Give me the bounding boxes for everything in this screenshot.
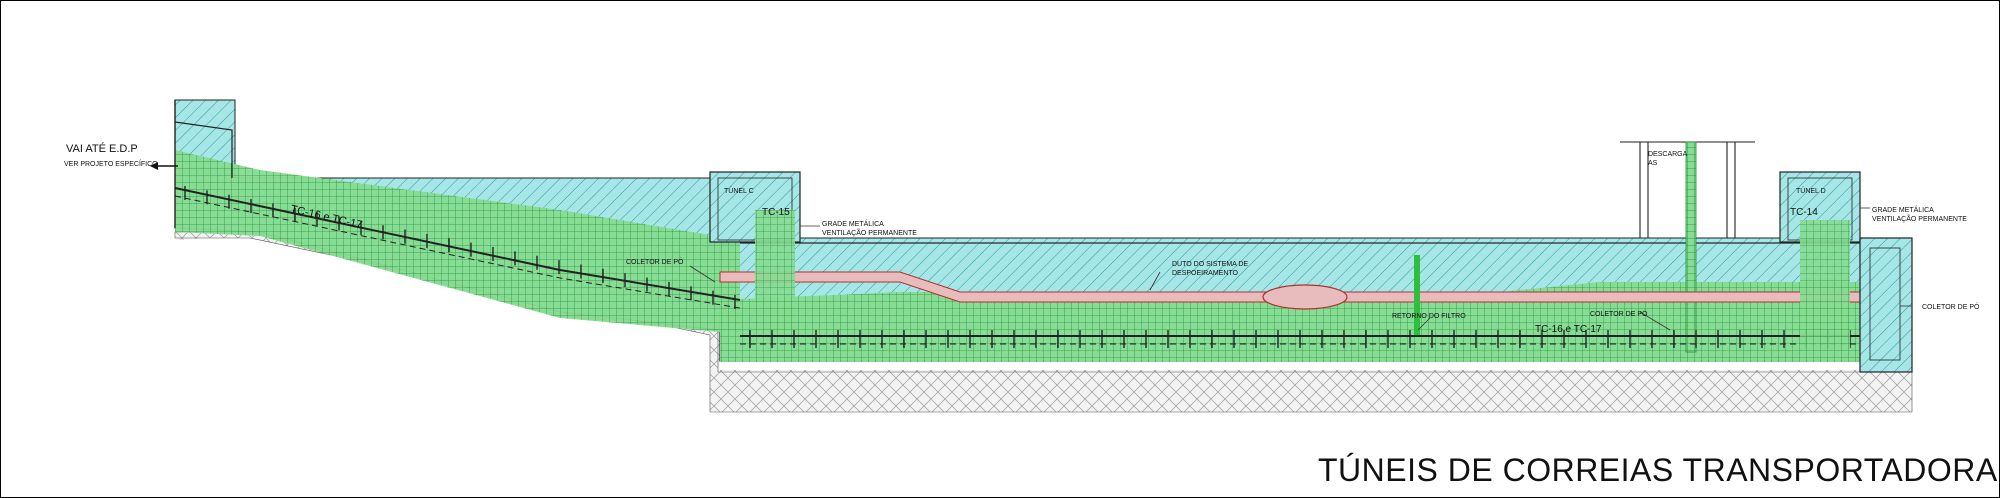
right-wall-inner	[1869, 247, 1901, 361]
edp-arrow-head	[150, 162, 158, 170]
label-tunel-c: TÚNEL C	[724, 186, 754, 195]
label-vent-1: VENTILAÇÃO PERMANENTE	[822, 228, 917, 237]
drawing-title: TÚNEIS DE CORREIAS TRANSPORTADORAS	[1318, 452, 2000, 488]
label-tc14: TC-14	[1790, 207, 1818, 218]
label-retorno: RETORNO DO FILTRO	[1392, 313, 1466, 320]
label-vai-ate: VAI ATÉ E.D.P	[66, 142, 138, 155]
label-coletor-2: COLETOR DE PÓ	[1590, 309, 1648, 318]
descarga-vertical-belt	[1685, 141, 1697, 353]
label-grade-2: GRADE METÁLICA	[1872, 205, 1934, 214]
label-duto-2: DESPOEIRAMENTO	[1172, 270, 1239, 277]
left-upper-wall	[174, 121, 233, 178]
label-tc16-17-lower: TC-16 e TC-17	[1535, 324, 1602, 335]
filter-return-post	[1414, 255, 1420, 335]
idler-supports	[184, 185, 1873, 348]
conveyor-belt-sloped	[174, 187, 741, 301]
leader-lines	[689, 207, 1912, 331]
label-grade-1: GRADE METÁLICA	[822, 219, 884, 228]
label-descarga-2: AS	[1648, 160, 1658, 167]
label-ver-projeto: VER PROJETO ESPECÍFICO	[64, 159, 158, 168]
label-descarga-1: DESCARGA	[1648, 151, 1688, 158]
label-tc15: TC-15	[762, 207, 790, 218]
tc14-structure	[1800, 220, 1850, 350]
label-coletor-3: COLETOR DE PÓ	[1922, 302, 1980, 311]
conveyor-belt-sloped-lower	[174, 195, 741, 309]
right-wall	[1859, 237, 1913, 373]
label-coletor-1: COLETOR DE PÓ	[626, 257, 684, 266]
label-vent-2: VENTILAÇÃO PERMANENTE	[1872, 214, 1967, 223]
label-tunel-d: TÚNEL D	[1796, 186, 1826, 195]
dust-filter	[1262, 284, 1348, 310]
green-conveyor-zone-sloped	[175, 150, 740, 332]
tc15-structure	[755, 210, 795, 330]
label-duto-1: DUTO DO SISTEMA DE	[1172, 261, 1248, 268]
